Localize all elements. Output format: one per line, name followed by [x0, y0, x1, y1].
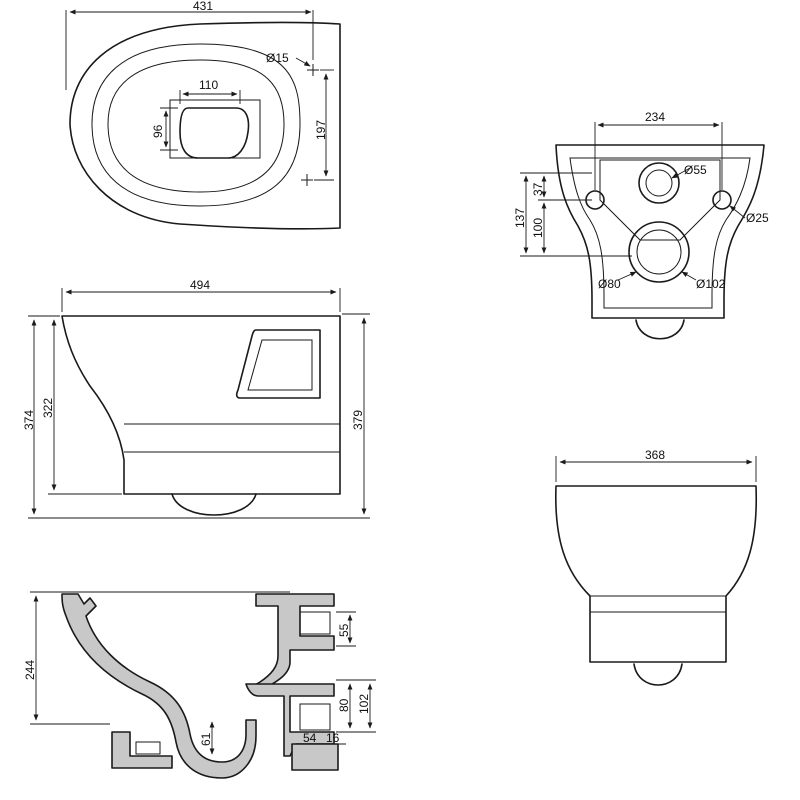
front-view-outline	[554, 485, 758, 663]
section-bottom-b-label: 16	[326, 731, 340, 745]
top-view: 431 Ø15 197 110 96	[65, 0, 341, 230]
section-left-base	[111, 731, 173, 769]
rear-view-outline	[555, 144, 765, 319]
rear-fixing-hole-right	[712, 190, 732, 210]
section-drain-h-label: 61	[199, 732, 213, 746]
section-inlet-h-label: 55	[337, 623, 351, 637]
top-view-outlet-frame	[169, 99, 261, 159]
rear-outlet-outer-label: Ø102	[696, 277, 726, 291]
front-view: 368	[554, 448, 758, 686]
rear-width-label: 234	[645, 110, 665, 124]
section-lower-outlet	[245, 683, 335, 757]
section-bottom-a-label: 54	[303, 731, 317, 745]
rear-h-total-label: 137	[513, 208, 527, 228]
top-width-label: 431	[193, 0, 213, 13]
side-view-inlet-plate	[235, 329, 321, 399]
rear-top-inlet	[638, 162, 680, 204]
top-hole-spacing-label: 197	[314, 120, 328, 140]
side-h-right-label: 379	[351, 410, 365, 430]
section-height-label: 244	[23, 660, 37, 680]
section-view: 244 55 80 102 61 54 16	[23, 591, 376, 779]
side-view: 494 374 322 379	[22, 278, 370, 519]
side-length-label: 494	[190, 278, 210, 292]
top-outlet-height-label: 96	[151, 124, 165, 138]
fixing-hole-top	[307, 64, 319, 76]
side-view-belly	[171, 493, 257, 516]
section-outlet-inner-label: 80	[337, 698, 351, 712]
top-view-outline	[69, 21, 341, 230]
section-right-base	[291, 743, 339, 771]
section-bowl-wall	[61, 593, 257, 779]
top-view-rim-outer	[91, 43, 301, 207]
front-view-belly	[633, 663, 683, 686]
side-h-inner-label: 322	[41, 398, 55, 418]
rear-view: 234 Ø55 Ø25 Ø80 Ø102 137 37 100	[513, 110, 769, 340]
top-hole-dia-label: Ø15	[266, 51, 289, 65]
top-view-rim-inner	[107, 59, 285, 193]
top-view-outlet	[179, 107, 250, 159]
rear-view-belly	[635, 319, 685, 340]
top-outlet-width-label: 110	[199, 78, 218, 92]
side-h-left-label: 374	[22, 410, 36, 430]
rear-side-dia-label: Ø25	[746, 211, 769, 225]
section-upper-rim	[249, 593, 335, 695]
rear-outlet-inner	[636, 229, 682, 275]
rear-top-dia-label: Ø55	[684, 163, 707, 177]
side-view-outline	[61, 315, 341, 495]
rear-view-inner-frame	[569, 157, 751, 309]
rear-outlet-inner-label: Ø80	[598, 277, 621, 291]
rear-view-support-plate	[599, 159, 721, 241]
rear-h-lower-label: 100	[531, 218, 545, 238]
rear-outlet-outer	[628, 221, 690, 283]
section-outlet-outer-label: 102	[357, 694, 371, 714]
rear-h-upper-label: 37	[531, 182, 545, 196]
fixing-hole-bottom	[301, 174, 313, 186]
front-width-label: 368	[645, 448, 665, 462]
